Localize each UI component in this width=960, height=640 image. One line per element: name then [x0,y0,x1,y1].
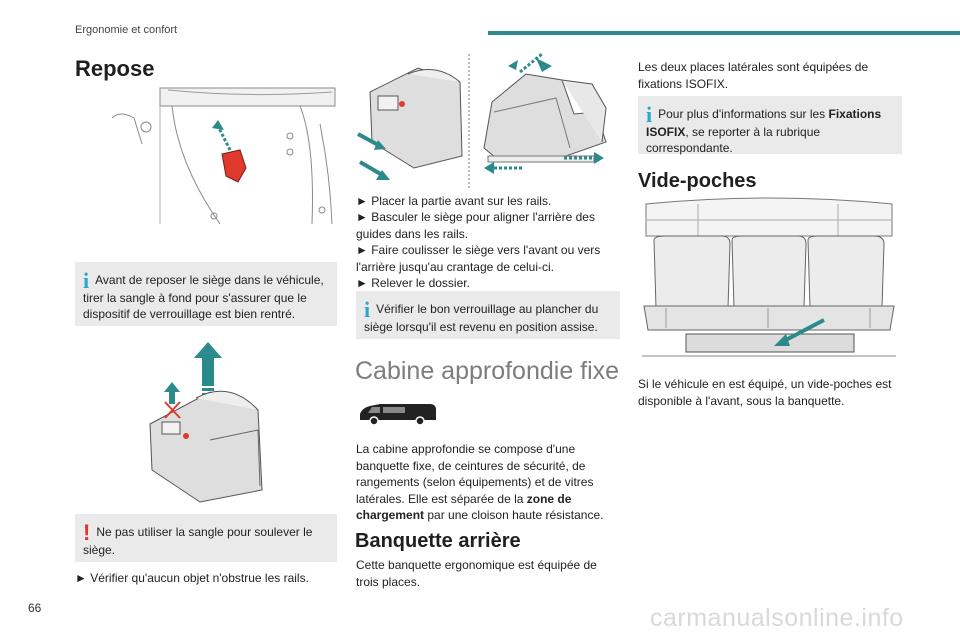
watermark-text: carmanualsonline.info [650,604,904,632]
step-slide-seat: ► Faire coulisser le siège vers l'avant … [356,243,601,274]
isofix-link-text: Fixations ISOFIX [646,107,882,139]
step-check-rails: ► Vérifier qu'aucun objet n'obstrue les … [75,571,309,585]
warning-note-strap: !Ne pas utiliser la sangle pour soulever… [75,514,337,562]
figure-seat-strap-release [100,84,336,234]
info-note-text: Avant de reposer le siège dans le véhicu… [83,273,324,321]
info-note-text: Pour plus d'informations sur les Fixatio… [646,107,881,155]
page-number: 66 [28,601,42,615]
vide-poches-description: Si le véhicule en est équipé, un vide-po… [638,377,892,408]
info-icon: i [646,102,653,127]
cabine-text-bold: zone de chargement [356,491,572,523]
figure-seat-lift [140,340,270,505]
heading-cabine-approfondie: Cabine approfondie fixe [355,357,620,385]
heading-banquette-arriere: Banquette arrière [355,530,521,552]
cabine-text-1: La cabine approfondie se compose d'une b… [356,442,594,506]
heading-vide-poches: Vide-poches [638,170,757,192]
banquette-description: Cette banquette ergonomique est équipée … [356,558,597,589]
isofix-note-2: , se reporter à la rubrique correspondan… [646,125,821,155]
heading-repose: Repose [75,56,155,81]
info-icon: i [364,297,371,322]
cabine-text-2: par une cloison haute résistance. [424,508,604,522]
info-icon: i [83,268,90,293]
header-accent-bar [488,31,960,35]
cabine-description: La cabine approfondie se compose d'une b… [356,441,621,524]
figure-rear-bench-storage [638,196,900,366]
isofix-note-1: Pour plus d'informations sur les [658,107,829,121]
step-place-front: ► Placer la partie avant sur les rails. [356,194,552,208]
isofix-description: Les deux places latérales sont équipées … [638,60,869,91]
step-raise-backrest: ► Relever le dossier. [356,276,470,290]
warning-note-text: Ne pas utiliser la sangle pour soulever … [83,525,313,557]
figure-seat-on-rails [356,52,618,190]
step-tilt-seat: ► Basculer le siège pour aligner l'arriè… [356,210,595,241]
warning-icon: ! [83,520,91,545]
van-silhouette-icon [360,404,436,426]
info-note-text: Vérifier le bon verrouillage au plancher… [364,302,599,334]
section-title: Ergonomie et confort [75,24,178,36]
